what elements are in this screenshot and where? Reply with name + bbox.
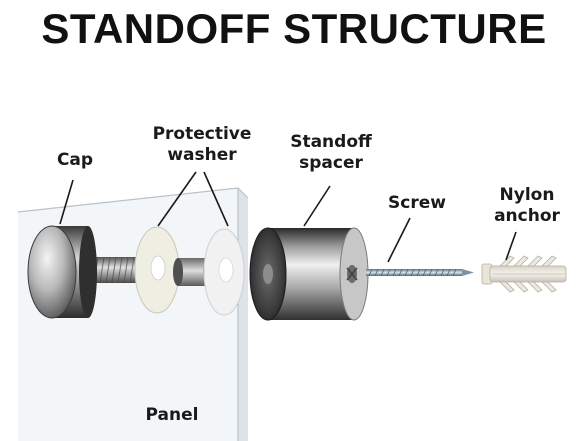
nylon-anchor-label-line2: anchor [494, 206, 560, 226]
nylon-anchor-label-line1: Nylon [499, 185, 555, 205]
protective-washer-label-line2: washer [167, 145, 237, 165]
protective-washer-label-line1: Protective [152, 124, 252, 144]
standoff-spacer-label-line1: Standoff [290, 132, 372, 152]
leader-lines [59, 171, 517, 263]
cap-label: Cap [56, 150, 94, 170]
anchor-leader-line [505, 231, 517, 261]
protective-washer-back [203, 228, 245, 316]
standoff-spacer-label: Standoff spacer [288, 132, 374, 174]
screw [366, 268, 474, 277]
nylon-anchor-label: Nylon anchor [487, 185, 567, 227]
cap-assembly [27, 225, 150, 319]
screw-leader-line [387, 217, 411, 263]
standoff-spacer-label-line2: spacer [299, 153, 363, 173]
spacer-leader-line [303, 185, 331, 227]
panel-label: Panel [145, 405, 199, 425]
protective-washer-label: Protective washer [144, 124, 260, 166]
protective-washer-front [134, 226, 180, 314]
nylon-anchor [481, 255, 567, 293]
cap-leader-line [59, 179, 74, 225]
washer-leader-line-back [203, 171, 229, 227]
standoff-spacer [249, 227, 369, 321]
screw-label: Screw [388, 193, 446, 213]
washer-leader-line-front [157, 171, 197, 227]
page-title: STANDOFF STRUCTURE [41, 5, 547, 52]
